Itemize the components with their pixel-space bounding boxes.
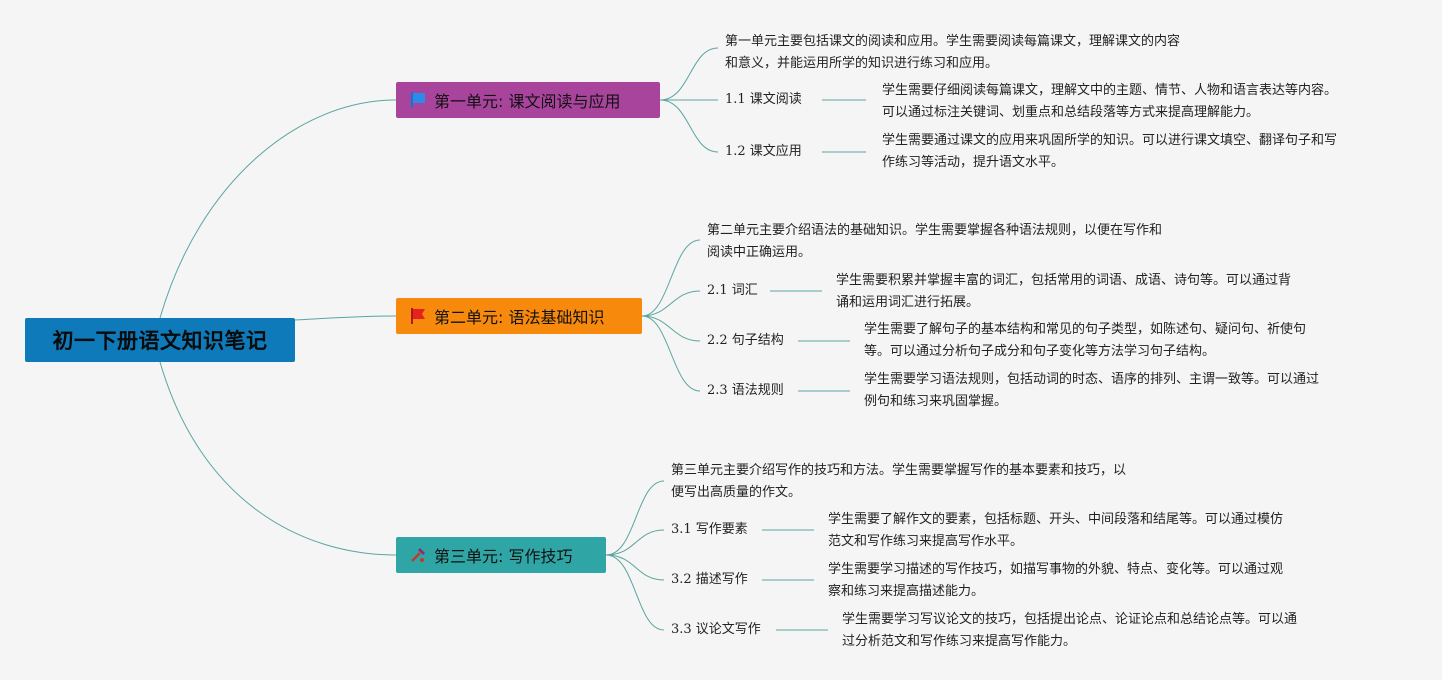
unit-3-item-3-desc: 学生需要学习写议论文的技巧，包括提出论点、论证论点和总结论点等。可以通 过分析范… bbox=[842, 612, 1298, 649]
unit-3-item-2-desc: 学生需要学习描述的写作技巧，如描写事物的外貌、特点、变化等。可以通过观 察和练习… bbox=[828, 562, 1284, 599]
root-topic[interactable]: 初一下册语文知识笔记 bbox=[25, 318, 295, 362]
unit-1-item-1-label[interactable]: 1.1 课文阅读 bbox=[725, 92, 802, 107]
unit-1-item-2-label[interactable]: 1.2 课文应用 bbox=[725, 144, 802, 159]
unit-3-item-2-label[interactable]: 3.2 描述写作 bbox=[671, 572, 748, 587]
unit-3-summary: 第三单元主要介绍写作的技巧和方法。学生需要掌握写作的基本要素和技巧，以 便写出高… bbox=[671, 463, 1127, 500]
unit-1-topic[interactable]: 第一单元: 课文阅读与应用 bbox=[396, 82, 660, 118]
connector-root-unit2 bbox=[294, 315, 397, 321]
unit-2-item-1-desc: 学生需要积累并掌握丰富的词汇，包括常用的词语、成语、诗句等。可以通过背 诵和运用… bbox=[836, 273, 1292, 310]
unit-3-item-1-label[interactable]: 3.1 写作要素 bbox=[671, 522, 748, 537]
unit-1-item-2-desc: 学生需要通过课文的应用来巩固所学的知识。可以进行课文填空、翻译句子和写 作练习等… bbox=[882, 133, 1338, 170]
unit-2-topic[interactable]: 第二单元: 语法基础知识 bbox=[396, 298, 642, 334]
tools-icon bbox=[408, 545, 428, 565]
unit-1-item-1-desc: 学生需要仔细阅读每篇课文，理解文中的主题、情节、人物和语言表达等内容。 可以通过… bbox=[882, 83, 1338, 120]
unit-3-item-1-desc: 学生需要了解作文的要素，包括标题、开头、中间段落和结尾等。可以通过模仿 范文和写… bbox=[828, 512, 1284, 549]
unit-2-summary: 第二单元主要介绍语法的基础知识。学生需要掌握各种语法规则，以便在写作和 阅读中正… bbox=[707, 223, 1163, 260]
red-flag-icon bbox=[408, 306, 428, 326]
unit-3-topic[interactable]: 第三单元: 写作技巧 bbox=[396, 537, 606, 573]
unit-2-title: 第二单元: 语法基础知识 bbox=[434, 308, 605, 327]
unit-2-item-3-desc: 学生需要学习语法规则，包括动词的时态、语序的排列、主谓一致等。可以通过 例句和练… bbox=[864, 372, 1320, 409]
unit-2-item-3-label[interactable]: 2.3 语法规则 bbox=[707, 383, 784, 398]
unit-1-title: 第一单元: 课文阅读与应用 bbox=[434, 92, 621, 111]
unit-3-item-3-label[interactable]: 3.3 议论文写作 bbox=[671, 622, 761, 637]
unit-1-summary: 第一单元主要包括课文的阅读和应用。学生需要阅读每篇课文，理解课文的内容 和意义，… bbox=[725, 34, 1181, 71]
connector-root-unit1 bbox=[159, 99, 397, 319]
blue-flag-icon bbox=[408, 90, 428, 110]
unit-3-title: 第三单元: 写作技巧 bbox=[434, 547, 573, 566]
unit-2-item-1-label[interactable]: 2.1 词汇 bbox=[707, 283, 758, 298]
unit-2-item-2-desc: 学生需要了解句子的基本结构和常见的句子类型，如陈述句、疑问句、祈使句 等。可以通… bbox=[864, 322, 1307, 359]
unit-2-item-2-label[interactable]: 2.2 句子结构 bbox=[707, 333, 784, 348]
connector-root-unit3 bbox=[159, 361, 397, 556]
